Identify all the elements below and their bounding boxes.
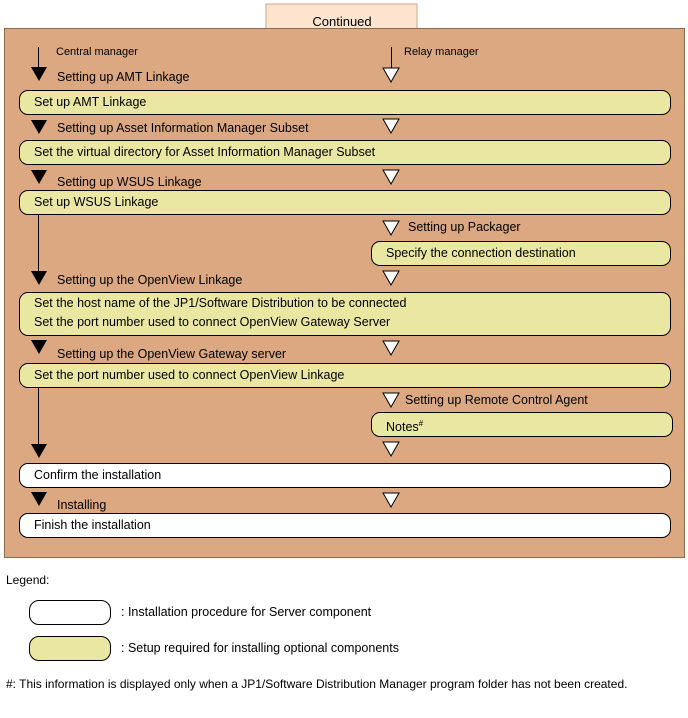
arrow-down-hollow bbox=[382, 492, 400, 508]
bar-packager: Specify the connection destination bbox=[371, 241, 671, 266]
footnote: #: This information is displayed only wh… bbox=[6, 677, 628, 691]
bar-finish: Finish the installation bbox=[19, 513, 671, 538]
step-packager: Setting up Packager bbox=[408, 220, 521, 234]
step-wsus: Setting up WSUS Linkage bbox=[57, 175, 202, 189]
bar-wsus: Set up WSUS Linkage bbox=[19, 190, 671, 215]
bar-ovgateway: Set the port number used to connect Open… bbox=[19, 363, 671, 388]
legend-server-text: : Installation procedure for Server comp… bbox=[121, 605, 372, 619]
step-asset: Setting up Asset Information Manager Sub… bbox=[57, 121, 309, 135]
arrow-down-hollow bbox=[382, 220, 400, 236]
arrow-down-hollow bbox=[382, 67, 400, 83]
arrow-down-hollow bbox=[382, 270, 400, 286]
central-line bbox=[38, 388, 39, 446]
arrow-down-hollow bbox=[382, 340, 400, 356]
legend-optional-swatch bbox=[29, 636, 111, 661]
bar-confirm: Confirm the installation bbox=[19, 463, 671, 488]
arrow-down-black bbox=[31, 340, 47, 354]
step-openview: Setting up the OpenView Linkage bbox=[57, 273, 243, 287]
arrow-down-hollow bbox=[382, 118, 400, 134]
bar-openview-line2: Set the port number used to connect Open… bbox=[34, 315, 391, 329]
column-relay-manager: Relay manager bbox=[404, 46, 479, 58]
column-central-manager: Central manager bbox=[56, 46, 138, 58]
central-line bbox=[38, 215, 39, 271]
notes-footnote-mark: # bbox=[418, 419, 424, 428]
bar-openview-line1: Set the host name of the JP1/Software Di… bbox=[34, 296, 407, 310]
step-ovgateway: Setting up the OpenView Gateway server bbox=[57, 347, 287, 361]
arrow-down-black bbox=[31, 271, 47, 285]
step-installing: Installing bbox=[57, 498, 107, 512]
bar-asset: Set the virtual directory for Asset Info… bbox=[19, 140, 671, 165]
relay-line bbox=[391, 47, 392, 69]
arrow-down-black bbox=[31, 492, 47, 506]
continued-label: Continued bbox=[312, 14, 372, 29]
bar-amt: Set up AMT Linkage bbox=[19, 90, 671, 115]
arrow-down-black bbox=[31, 67, 47, 81]
bar-notes: Notes# bbox=[371, 412, 673, 437]
step-rca: Setting up Remote Control Agent bbox=[405, 393, 588, 407]
arrow-down-black bbox=[31, 120, 47, 134]
legend-optional-text: : Setup required for installing optional… bbox=[121, 641, 399, 655]
bar-openview: Set the host name of the JP1/Software Di… bbox=[19, 292, 671, 336]
legend-title: Legend: bbox=[6, 573, 50, 587]
legend-server-swatch bbox=[29, 600, 111, 625]
arrow-down-hollow bbox=[382, 169, 400, 185]
step-amt: Setting up AMT Linkage bbox=[57, 70, 190, 84]
bar-notes-label: Notes bbox=[386, 420, 419, 435]
central-line bbox=[38, 47, 39, 69]
arrow-down-hollow bbox=[382, 441, 400, 457]
arrow-down-hollow bbox=[382, 392, 400, 408]
arrow-down-black bbox=[31, 444, 47, 458]
arrow-down-black bbox=[31, 170, 47, 184]
